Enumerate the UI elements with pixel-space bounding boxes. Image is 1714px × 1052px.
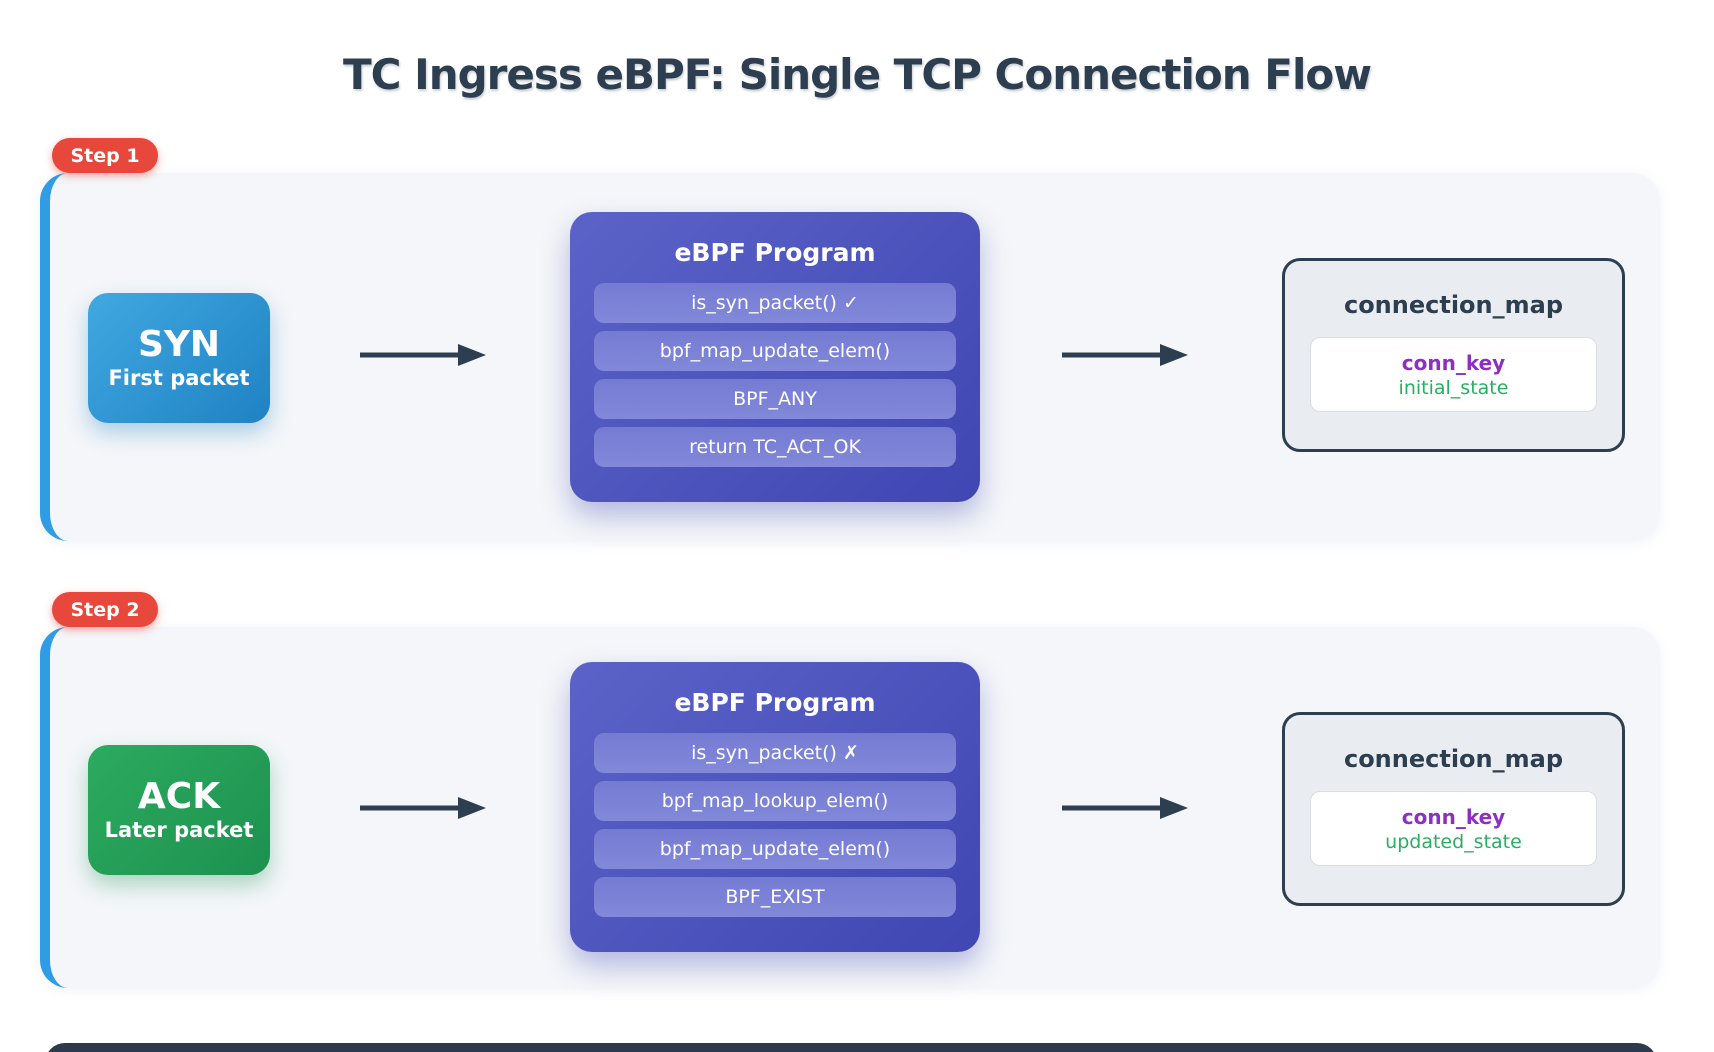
packet-box-ack: ACK Later packet bbox=[88, 745, 270, 875]
ebpf-program-row: BPF_ANY bbox=[594, 379, 956, 419]
packet-label: SYN bbox=[137, 323, 221, 365]
ebpf-program-row: bpf_map_lookup_elem() bbox=[594, 781, 956, 821]
flow-arrow-icon bbox=[360, 344, 486, 366]
ebpf-program-box: eBPF Program is_syn_packet() ✗ bpf_map_l… bbox=[570, 662, 980, 952]
map-entry-value: updated_state bbox=[1385, 830, 1522, 853]
footer-panel bbox=[45, 1043, 1657, 1052]
connection-map-box: connection_map conn_key initial_state bbox=[1282, 258, 1625, 452]
ebpf-program-row: bpf_map_update_elem() bbox=[594, 829, 956, 869]
flow-arrow-icon bbox=[1062, 797, 1188, 819]
map-entry: conn_key initial_state bbox=[1310, 337, 1597, 412]
packet-label: ACK bbox=[137, 775, 221, 817]
page-title: TC Ingress eBPF: Single TCP Connection F… bbox=[342, 50, 1372, 99]
ebpf-program-row: BPF_EXIST bbox=[594, 877, 956, 917]
ebpf-program-row: return TC_ACT_OK bbox=[594, 427, 956, 467]
ebpf-program-row: is_syn_packet() ✓ bbox=[594, 283, 956, 323]
map-entry-key: conn_key bbox=[1401, 804, 1506, 829]
ebpf-program-row: bpf_map_update_elem() bbox=[594, 331, 956, 371]
packet-sublabel: First packet bbox=[108, 366, 250, 391]
ebpf-program-rows: is_syn_packet() ✗ bpf_map_lookup_elem() … bbox=[594, 733, 956, 917]
ebpf-program-title: eBPF Program bbox=[674, 238, 876, 267]
flow-arrow-icon bbox=[360, 797, 486, 819]
map-entry-key: conn_key bbox=[1401, 350, 1506, 375]
connection-map-title: connection_map bbox=[1343, 745, 1564, 773]
packet-sublabel: Later packet bbox=[104, 818, 254, 843]
flow-arrow-icon bbox=[1062, 344, 1188, 366]
map-entry-value: initial_state bbox=[1398, 376, 1509, 399]
step-1-badge: Step 1 bbox=[52, 138, 158, 173]
connection-map-box: connection_map conn_key updated_state bbox=[1282, 712, 1625, 906]
ebpf-program-row: is_syn_packet() ✗ bbox=[594, 733, 956, 773]
ebpf-program-rows: is_syn_packet() ✓ bpf_map_update_elem() … bbox=[594, 283, 956, 467]
map-entry: conn_key updated_state bbox=[1310, 791, 1597, 866]
ebpf-program-title: eBPF Program bbox=[674, 688, 876, 717]
step-2-badge: Step 2 bbox=[52, 592, 158, 627]
ebpf-program-box: eBPF Program is_syn_packet() ✓ bpf_map_u… bbox=[570, 212, 980, 502]
connection-map-title: connection_map bbox=[1343, 291, 1564, 319]
packet-box-syn: SYN First packet bbox=[88, 293, 270, 423]
